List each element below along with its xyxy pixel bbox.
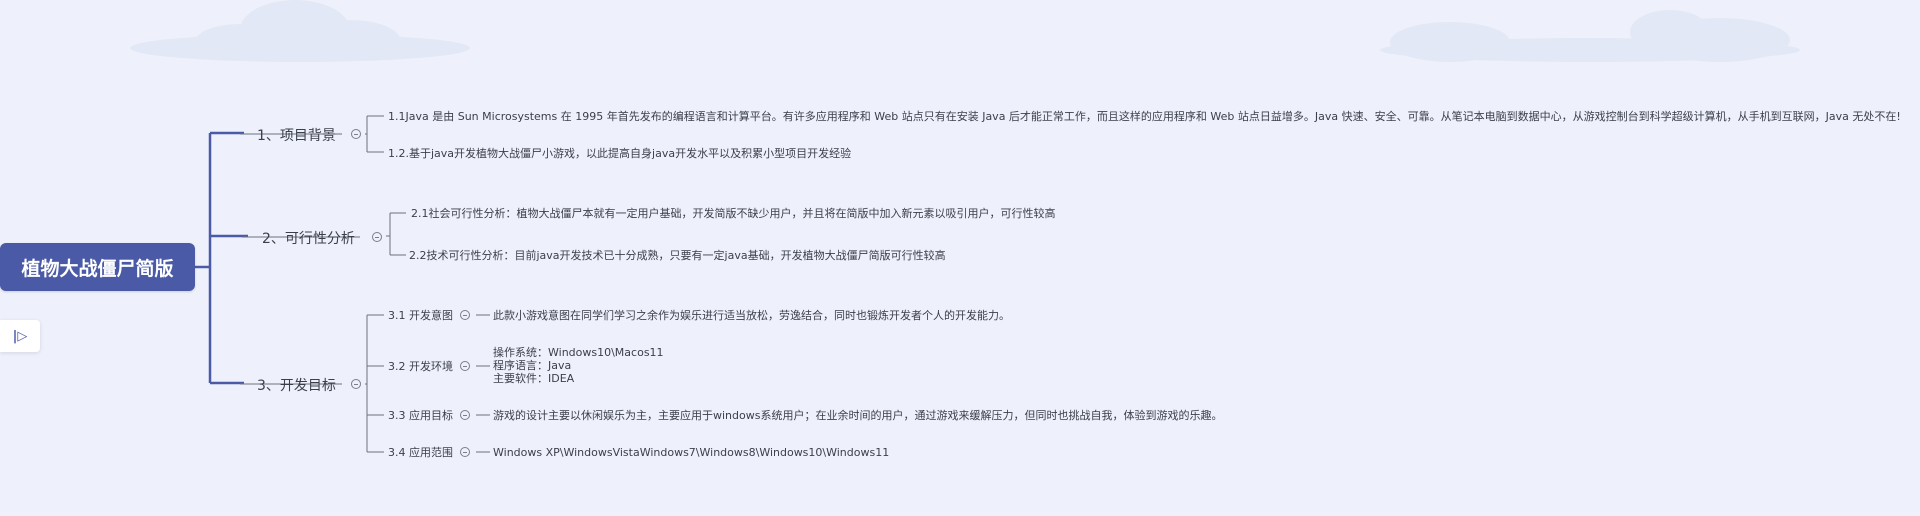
sub-dev-intent[interactable]: 3.1 开发意图 bbox=[388, 309, 453, 322]
collapse-toggle-icon[interactable] bbox=[372, 232, 382, 242]
branch-dev-goals[interactable]: 3、开发目标 bbox=[257, 378, 336, 394]
branch-feasibility[interactable]: 2、可行性分析 bbox=[262, 231, 355, 247]
sub-dev-environment[interactable]: 3.2 开发环境 bbox=[388, 360, 453, 373]
collapse-toggle-icon[interactable] bbox=[351, 379, 361, 389]
sub-app-target[interactable]: 3.3 应用目标 bbox=[388, 409, 453, 422]
collapse-toggle-icon[interactable] bbox=[351, 129, 361, 139]
leaf-env-software[interactable]: 主要软件：IDEA bbox=[493, 372, 575, 385]
sub-app-scope[interactable]: 3.4 应用范围 bbox=[388, 446, 453, 459]
leaf-dev-intent-detail[interactable]: 此款小游戏意图在同学们学习之余作为娱乐进行适当放松，劳逸结合，同时也锻炼开发者个… bbox=[493, 309, 1010, 322]
leaf-background-java[interactable]: 1.1Java 是由 Sun Microsystems 在 1995 年首先发布… bbox=[388, 110, 1901, 123]
collapse-toggle-icon[interactable] bbox=[460, 310, 470, 320]
background-clouds bbox=[130, 0, 1800, 62]
collapse-toggle-icon[interactable] bbox=[460, 410, 470, 420]
leaf-app-target-detail[interactable]: 游戏的设计主要以休闲娱乐为主，主要应用于windows系统用户；在业余时间的用户… bbox=[493, 409, 1223, 422]
collapse-panel-icon: |▷ bbox=[12, 328, 28, 344]
collapse-toggle-icon[interactable] bbox=[460, 361, 470, 371]
leaf-env-os[interactable]: 操作系统：Windows10\Macos11 bbox=[493, 346, 664, 359]
root-topic[interactable]: 植物大战僵尸简版 bbox=[0, 243, 195, 291]
leaf-social-feasibility[interactable]: 2.1社会可行性分析：植物大战僵尸本就有一定用户基础，开发简版不缺少用户，并且将… bbox=[411, 207, 1056, 220]
sidebar-toggle-button[interactable]: |▷ bbox=[0, 320, 40, 352]
leaf-app-scope-detail[interactable]: Windows XP\WindowsVistaWindows7\Windows8… bbox=[493, 446, 890, 459]
leaf-background-goal[interactable]: 1.2.基于java开发植物大战僵尸小游戏，以此提高自身java开发水平以及积累… bbox=[388, 147, 852, 160]
leaf-env-language[interactable]: 程序语言：Java bbox=[493, 359, 572, 372]
leaf-technical-feasibility[interactable]: 2.2技术可行性分析：目前java开发技术已十分成熟，只要有一定java基础，开… bbox=[409, 249, 946, 262]
collapse-toggle-icon[interactable] bbox=[460, 447, 470, 457]
branch-project-background[interactable]: 1、项目背景 bbox=[257, 128, 336, 144]
